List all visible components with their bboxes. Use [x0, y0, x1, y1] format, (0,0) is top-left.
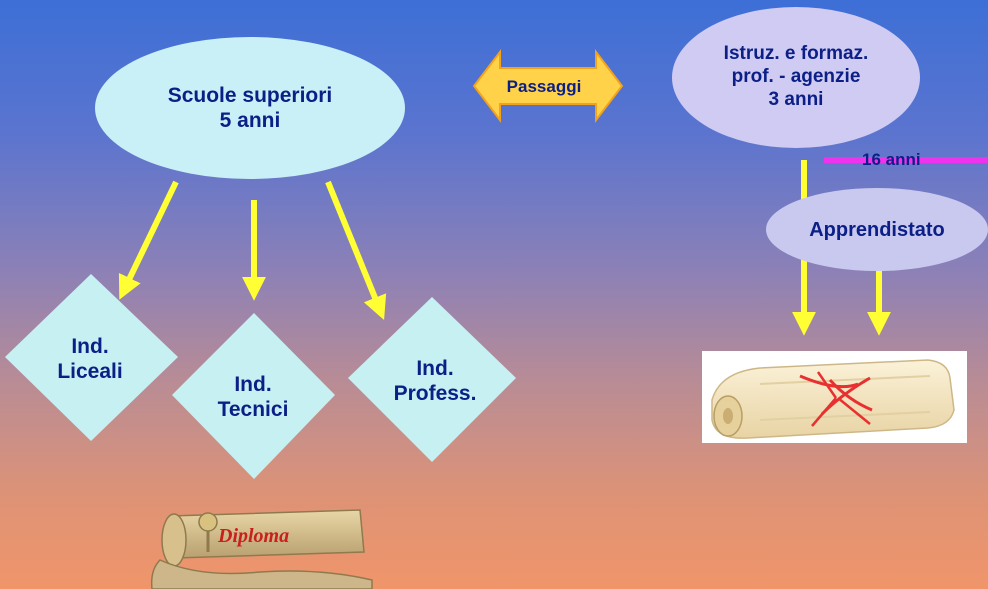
diamond-profess: [348, 297, 516, 462]
passaggi-label: Passaggi: [506, 77, 582, 96]
node-istruzione-formazione: Istruz. e formaz. prof. - agenzie 3 anni: [672, 7, 920, 148]
diamond-tecnici-label: Ind. Tecnici: [217, 373, 289, 422]
diamond-profess-label: Ind. Profess.: [393, 357, 477, 406]
node-istruzione-formazione-label: Istruz. e formaz. prof. - agenzie 3 anni: [723, 43, 869, 110]
node-apprendistato-label: Apprendistato: [809, 218, 945, 241]
node-apprendistato: Apprendistato: [766, 188, 988, 271]
diamond-tecnici: [172, 313, 335, 479]
diamond-liceali: [5, 274, 178, 441]
age-marker-label: 16 anni: [862, 150, 921, 169]
diploma-scroll-image: [150, 509, 373, 589]
arrow-to-liceali: [118, 180, 179, 300]
node-scuole-superiori: Scuole superiori 5 anni: [95, 37, 405, 179]
certificate-scroll-image: [702, 351, 967, 443]
diamond-liceali-label: Ind. Liceali: [57, 335, 123, 384]
passaggi-double-arrow: [472, 49, 624, 123]
arrow-to-profess: [325, 180, 387, 321]
diploma-label: Diploma: [217, 525, 289, 547]
node-scuole-superiori-label: Scuole superiori 5 anni: [167, 83, 333, 132]
